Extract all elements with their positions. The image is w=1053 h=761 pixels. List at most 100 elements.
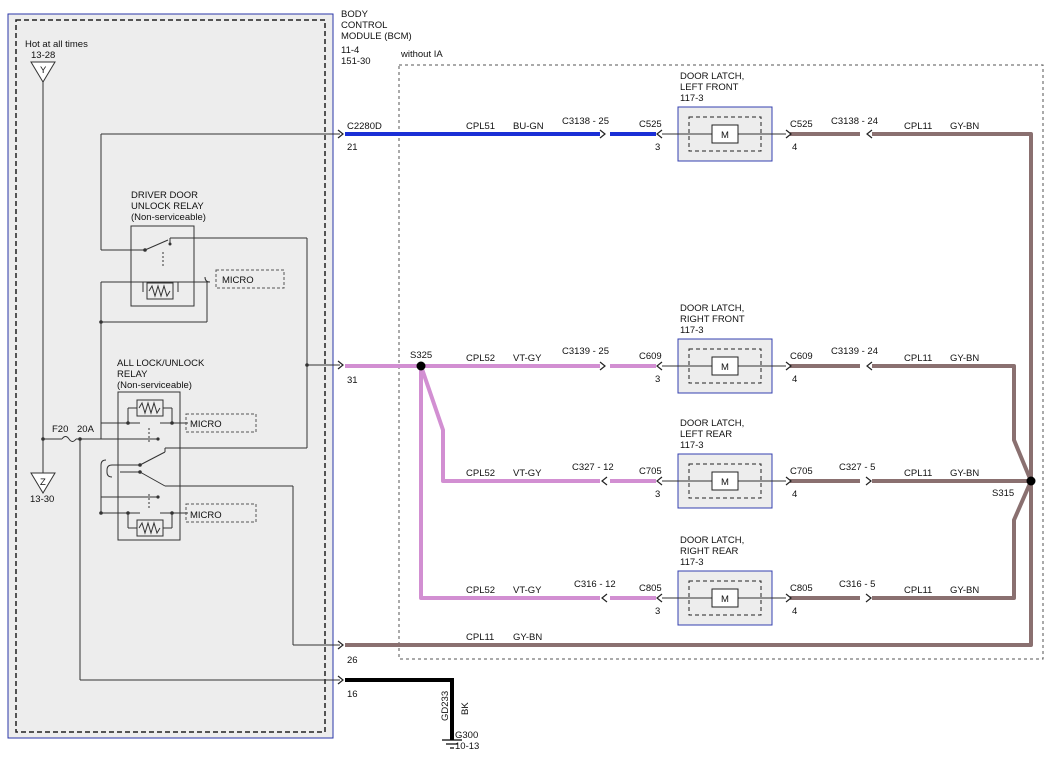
pin21-label: 21 [347, 142, 358, 153]
hot-at-all-times-label: Hot at all times [25, 39, 88, 50]
all-relay-bottom-coil-winding [138, 521, 161, 535]
bcm-title-line1: BODY [341, 9, 369, 20]
bcm-title-line3: MODULE (BCM) [341, 31, 412, 42]
latch-lr-circuit-in: CPL52 [466, 468, 495, 479]
latch-lf-color-out: GY-BN [950, 121, 979, 132]
driver-relay-switch-icon [144, 239, 169, 251]
driver-relay-micro-label: MICRO [222, 275, 254, 286]
latch-lr-color-out: GY-BN [950, 468, 979, 479]
ground-circuit-label: GD233 [440, 691, 451, 721]
latch-rr-circuit-out: CPL11 [904, 585, 932, 596]
c327-out-arrow-icon [865, 476, 872, 486]
c3138-in-arrow-icon [599, 129, 606, 139]
pin26-label: 26 [347, 655, 358, 666]
door-latch-left-front: DOOR LATCH, LEFT FRONT 117-3 M CPL51 BU-… [466, 71, 979, 162]
latch-rf-color-out: GY-BN [950, 353, 979, 364]
latch-lf-inline-in: C3138 - 25 [562, 116, 609, 127]
driver-relay-micro-box [215, 269, 285, 289]
latch-lf-ref: 117-3 [680, 93, 704, 104]
latch-rr-pin4-arrow-icon [785, 593, 792, 603]
latch-lf-circuit-out: CPL11 [904, 121, 932, 132]
latch-lr-pin3-arrow-icon [656, 476, 663, 486]
latch-lf-pin-in: 3 [655, 142, 660, 153]
all-relay-top-coil-right-node [170, 421, 174, 425]
latch-rr-pin-in: 3 [655, 606, 660, 617]
latch-rr-motor-label: M [721, 594, 729, 605]
wire-bk-ground: GD233 BK G300 10-13 [345, 678, 479, 752]
latch-lr-title-1: DOOR LATCH, [680, 418, 744, 429]
driver-relay-box [130, 225, 195, 307]
all-relay-bottom-coil-right-node [170, 511, 174, 515]
wire-cpl11-rr-return [872, 480, 1033, 600]
latch-rr-conn-in: C805 [639, 583, 662, 594]
all-relay-switch-upper-icon [139, 451, 166, 466]
all-relay-micro-box-1 [185, 413, 257, 433]
latch-rf-motor-icon [711, 356, 739, 376]
latch-lf-inner-box [688, 116, 762, 152]
latch-lf-circuit-in: CPL51 [466, 121, 495, 132]
pin26-arrow-icon [337, 640, 344, 650]
c3139-out-arrow-icon [866, 361, 873, 371]
latch-rf-pin4-arrow-icon [785, 361, 792, 371]
c316-out-arrow-icon [865, 593, 872, 603]
door-latch-right-front: DOOR LATCH, RIGHT FRONT 117-3 M CPL52 VT… [466, 303, 979, 394]
ground-connector-z-icon [30, 472, 56, 494]
latch-lf-inline-out: C3138 - 24 [831, 116, 878, 127]
c3138-out-arrow-icon [866, 129, 873, 139]
latch-lr-ref: 117-3 [680, 440, 704, 451]
c327-in-arrow-icon [601, 476, 608, 486]
hot-ref: 13-28 [31, 50, 55, 61]
latch-rr-title-2: RIGHT REAR [680, 546, 739, 557]
latch-lr-motor-label: M [721, 477, 729, 488]
power-connector-letter: Y [40, 65, 47, 76]
latch-lf-motor-label: M [721, 130, 729, 141]
wire-gy-bn [345, 132, 1036, 647]
latch-rr-inner-box [688, 580, 762, 616]
wire-vt-gy [345, 361, 656, 600]
all-relay-top-coil-left-node [126, 421, 130, 425]
all-relay-title-1: ALL LOCK/UNLOCK [117, 358, 205, 369]
bcm-bottom-coil-node [99, 511, 103, 515]
all-relay-micro-label-1: MICRO [190, 419, 222, 430]
bcm-inner-dashed-border [15, 19, 326, 733]
latch-rr-title-1: DOOR LATCH, [680, 535, 744, 546]
latch-lr-pin-out: 4 [792, 489, 797, 500]
latch-rf-circuit-out: CPL11 [904, 353, 932, 364]
bcm-pins: C2280D 21 31 26 16 [337, 121, 382, 700]
all-relay-upper-contact [156, 437, 160, 441]
bcm-switch-link [106, 464, 120, 478]
latch-lr-color-in: VT-GY [513, 468, 542, 479]
latch-lr-inline-out: C327 - 5 [839, 462, 875, 473]
latch-rf-pin-in: 3 [655, 374, 660, 385]
latch-lf-pin4-arrow-icon [785, 129, 792, 139]
splice-s315-dot [1026, 476, 1036, 486]
wire-gd233 [345, 678, 454, 740]
bcm-module [7, 13, 334, 739]
latch-lr-inline-in: C327 - 12 [572, 462, 614, 473]
all-relay-switch-lower-icon [139, 471, 166, 487]
return-wire-circuit: CPL11 [466, 632, 494, 643]
latch-rr-ref: 117-3 [680, 557, 704, 568]
all-relay-micro-label-2: MICRO [190, 510, 222, 521]
latch-rf-motor-label: M [721, 362, 729, 373]
latch-rf-title-2: RIGHT FRONT [680, 314, 745, 325]
ground-point-label: G300 [455, 730, 478, 741]
latch-rr-inline-out: C316 - 5 [839, 579, 875, 590]
ground-ref-label: 10-13 [455, 741, 479, 752]
splice-s315-label: S315 [992, 488, 1014, 499]
latch-rr-color-out: GY-BN [950, 585, 979, 596]
latch-lr-title-2: LEFT REAR [680, 429, 732, 440]
wire-cpl52-lr-branch [419, 365, 600, 483]
without-ia-region [398, 64, 1044, 660]
latch-lr-pin4-arrow-icon [785, 476, 792, 486]
latch-rr-pin3-arrow-icon [656, 593, 663, 603]
latch-rf-pin-out: 4 [792, 374, 797, 385]
pin21-arrow-icon [337, 129, 344, 139]
latch-lf-conn-in: C525 [639, 119, 662, 130]
latch-rf-ref: 117-3 [680, 325, 704, 336]
all-relay-subtitle: (Non-serviceable) [117, 380, 192, 391]
all-relay-bottom-coil-left-node [126, 511, 130, 515]
latch-lr-pin-in: 3 [655, 489, 660, 500]
c316-in-arrow-icon [601, 593, 608, 603]
latch-rr-circuit-in: CPL52 [466, 585, 495, 596]
